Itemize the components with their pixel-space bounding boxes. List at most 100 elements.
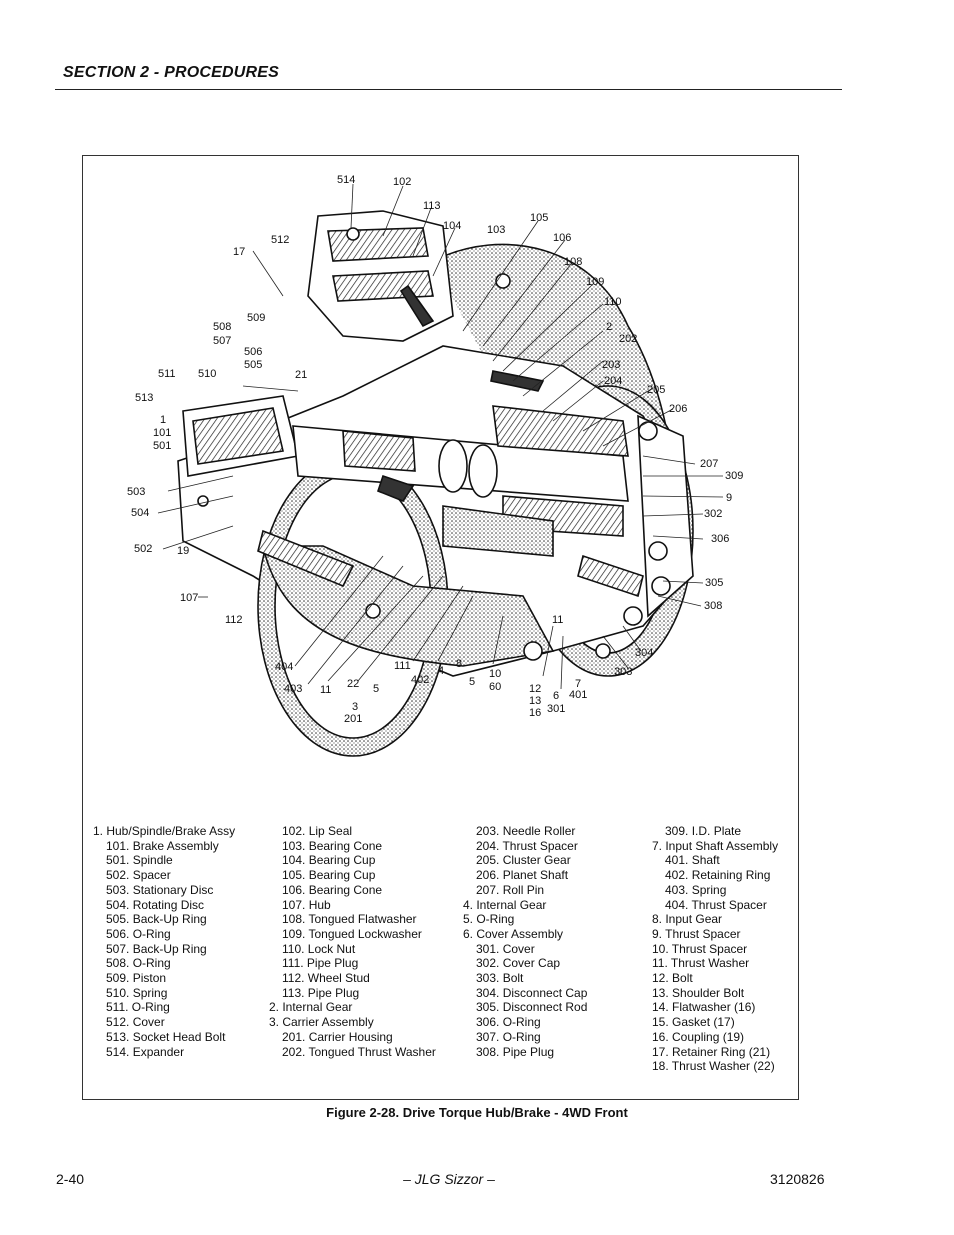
legend-item: 513. Socket Head Bolt	[106, 1029, 226, 1044]
callout-label: 104	[443, 220, 462, 232]
legend-item: 307. O-Ring	[476, 1029, 541, 1044]
callout-label: 19	[177, 545, 190, 557]
callout-label: 306	[711, 533, 730, 545]
callout-label: 404	[275, 661, 294, 673]
legend-item: 106. Bearing Cone	[282, 882, 383, 897]
legend-item: 302. Cover Cap	[476, 956, 561, 971]
callout-label: 112	[225, 614, 243, 626]
callout-label: 302	[704, 508, 723, 520]
callout-label: 5	[469, 676, 476, 688]
callout-label: 402	[411, 674, 430, 686]
callout-label: 113	[423, 200, 441, 212]
legend-item: 12. Bolt	[652, 971, 693, 986]
legend-item: 201. Carrier Housing	[282, 1029, 393, 1044]
legend-item: 204. Thrust Spacer	[476, 838, 578, 853]
legend-item: 11. Thrust Washer	[652, 956, 750, 971]
callout-label: 102	[393, 176, 412, 188]
legend-item: 108. Tongued Flatwasher	[282, 912, 417, 927]
callout-label: 8	[456, 658, 463, 670]
callout-label: 511	[158, 368, 176, 380]
callout-label: 1	[160, 414, 167, 426]
legend-item: 5. O-Ring	[463, 912, 515, 927]
callout-label: 207	[700, 458, 719, 470]
legend-item: 503. Stationary Disc	[106, 882, 214, 897]
header-rule	[55, 89, 842, 90]
parts-legend-column-1: 1. Hub/Spindle/Brake Assy 101. Brake Ass…	[93, 824, 235, 1059]
callout-label: 501	[153, 440, 172, 452]
section-title: SECTION 2 - PROCEDURES	[63, 64, 279, 81]
legend-item: 103. Bearing Cone	[282, 838, 383, 853]
legend-item: 309. I.D. Plate	[665, 824, 742, 838]
parts-legend-column-3: 203. Needle Roller 204. Thrust Spacer 20…	[463, 824, 587, 1059]
callout-label: 13	[529, 695, 542, 707]
callout-label: 401	[569, 689, 588, 701]
legend-item: 511. O-Ring	[106, 1000, 170, 1015]
footer-title: – JLG Sizzor –	[403, 1171, 495, 1187]
legend-item: 16. Coupling (19)	[652, 1029, 745, 1044]
callout-label: 502	[134, 543, 153, 555]
callout-label: 109	[586, 276, 605, 288]
legend-item: 101. Brake Assembly	[106, 838, 219, 853]
legend-item: 109. Tongued Lockwasher	[282, 926, 422, 941]
legend-item: 205. Cluster Gear	[476, 853, 571, 868]
legend-item: 18. Thrust Washer (22)	[652, 1059, 775, 1074]
legend-item: 206. Planet Shaft	[476, 868, 569, 883]
callout-label: 9	[726, 492, 733, 504]
legend-item: 303. Bolt	[476, 971, 524, 986]
legend-item: 203. Needle Roller	[476, 824, 576, 838]
callout-label: 513	[135, 392, 154, 404]
callout-label: 110	[604, 296, 622, 308]
callout-label: 6	[553, 690, 560, 702]
legend-item: 10. Thrust Spacer	[652, 941, 748, 956]
callout-label: 512	[271, 234, 290, 246]
legend-item: 401. Shaft	[665, 853, 720, 868]
legend-item: 514. Expander	[106, 1044, 185, 1059]
legend-item: 504. Rotating Disc	[106, 897, 205, 912]
legend-item: 2. Internal Gear	[269, 1000, 353, 1015]
legend-item: 110. Lock Nut	[282, 941, 356, 956]
legend-item: 113. Pipe Plug	[282, 985, 360, 1000]
callout-label: 202	[619, 333, 638, 345]
callout-label: 108	[564, 256, 583, 268]
legend-item: 9. Thrust Spacer	[652, 926, 741, 941]
callout-label: 309	[725, 470, 744, 482]
callout-label: 101	[153, 427, 172, 439]
callout-label: 107	[180, 592, 199, 604]
callout-label: 504	[131, 507, 150, 519]
callout-label: 201	[344, 713, 363, 725]
legend-item: 17. Retainer Ring (21)	[652, 1044, 771, 1059]
callout-label: 11	[552, 614, 564, 626]
parts-legend-column-2: 102. Lip Seal 103. Bearing Cone 104. Bea…	[269, 824, 436, 1059]
figure-caption: Figure 2-28. Drive Torque Hub/Brake - 4W…	[326, 1105, 628, 1120]
document-number: 3120826	[770, 1171, 825, 1187]
callout-label: 60	[489, 681, 502, 693]
legend-item: 304. Disconnect Cap	[476, 985, 588, 1000]
legend-item: 13. Shoulder Bolt	[652, 985, 745, 1000]
legend-item: 501. Spindle	[106, 853, 173, 868]
callout-label: 514	[337, 174, 356, 186]
callout-label: 510	[198, 368, 217, 380]
legend-item: 207. Roll Pin	[476, 882, 545, 897]
legend-item: 8. Input Gear	[652, 912, 723, 927]
callout-label: 508	[213, 321, 232, 333]
callout-label: 204	[604, 375, 623, 387]
legend-item: 3. Carrier Assembly	[269, 1015, 374, 1030]
callout-label: 3	[352, 701, 359, 713]
callout-label: 205	[647, 384, 666, 396]
callout-label: 506	[244, 346, 263, 358]
callout-label: 7	[575, 678, 582, 690]
callout-label: 509	[247, 312, 266, 324]
legend-item: 508. O-Ring	[106, 956, 171, 971]
legend-item: 7. Input Shaft Assembly	[652, 838, 779, 853]
callout-label: 305	[705, 577, 724, 589]
callout-label: 22	[347, 678, 360, 690]
callout-label: 4	[438, 665, 445, 677]
callout-label: 203	[602, 359, 621, 371]
callout-label: 16	[529, 707, 542, 719]
callout-label: 308	[704, 600, 723, 612]
legend-item: 510. Spring	[106, 985, 168, 1000]
callout-label: 21	[295, 369, 308, 381]
figure-frame: 514 102 113 104 103 105 106 108 109 110 …	[82, 155, 799, 1100]
legend-item: 104. Bearing Cup	[282, 853, 376, 868]
legend-item: 509. Piston	[106, 971, 167, 986]
